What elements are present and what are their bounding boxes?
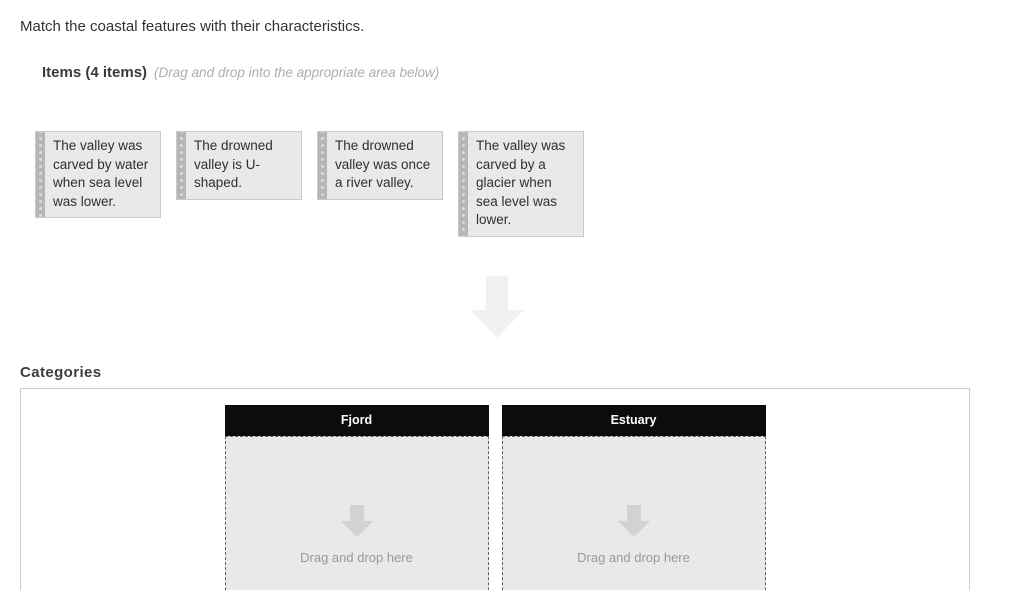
categories-container: Fjord Drag and drop here Estuary Drag an…	[20, 388, 970, 590]
item-card-text: The valley was carved by a glacier when …	[476, 138, 566, 227]
item-card-text: The valley was carved by water when sea …	[53, 138, 149, 209]
items-heading: Items (4 items)	[42, 64, 148, 81]
page-title: Match the coastal features with their ch…	[20, 18, 365, 35]
category-estuary: Estuary Drag and drop here	[501, 405, 766, 590]
category-fjord: Fjord Drag and drop here	[224, 405, 489, 590]
item-card-2[interactable]: The drowned valley is U-shaped.	[176, 131, 302, 200]
drag-handle-icon[interactable]	[177, 132, 186, 199]
item-card-4[interactable]: The valley was carved by a glacier when …	[458, 131, 584, 237]
items-list: The valley was carved by water when sea …	[35, 131, 584, 237]
item-card-text: The drowned valley is U-shaped.	[194, 138, 273, 190]
item-card-text: The drowned valley was once a river vall…	[335, 138, 431, 190]
down-arrow-icon	[340, 505, 373, 537]
drag-handle-icon[interactable]	[459, 132, 468, 236]
dropzone-fjord[interactable]: Drag and drop here	[224, 436, 489, 590]
item-card-1[interactable]: The valley was carved by water when sea …	[35, 131, 161, 218]
item-card-3[interactable]: The drowned valley was once a river vall…	[317, 131, 443, 200]
items-instruction: (Drag and drop into the appropriate area…	[154, 65, 440, 80]
dropzone-placeholder: Drag and drop here	[300, 550, 413, 565]
items-section-heading: Items (4 items) (Drag and drop into the a…	[42, 64, 439, 82]
dropzone-placeholder: Drag and drop here	[577, 550, 690, 565]
drag-handle-icon[interactable]	[318, 132, 327, 199]
category-header-fjord: Fjord	[224, 405, 489, 436]
dropzone-estuary[interactable]: Drag and drop here	[501, 436, 766, 590]
category-header-estuary: Estuary	[501, 405, 766, 436]
down-arrow-icon	[617, 505, 650, 537]
drag-handle-icon[interactable]	[36, 132, 45, 217]
categories-heading: Categories	[20, 364, 102, 381]
transfer-down-arrow-icon	[470, 276, 524, 338]
